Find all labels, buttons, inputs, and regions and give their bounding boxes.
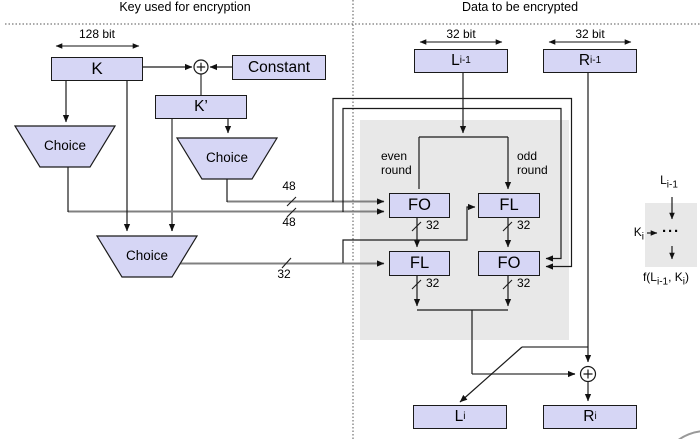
fl2-box: FL: [389, 251, 450, 276]
fo2-box: FO: [478, 251, 540, 276]
word-base: R: [583, 408, 595, 425]
split-to-boxes: [418, 137, 508, 189]
black-wires: [62, 63, 675, 403]
key-kprime-box: K’: [155, 95, 247, 119]
output-join-wire: [417, 309, 508, 374]
left-word-bitwidth-label: 32 bit: [446, 27, 476, 41]
bus-48-lower-label: 48: [282, 215, 296, 229]
right-word-bitwidth-label: 32 bit: [575, 27, 605, 41]
mini-l-input-label: Li-1: [637, 173, 700, 191]
bus-32-key-label: 32: [277, 267, 291, 281]
odd-round-label-line2: round: [517, 163, 548, 177]
constant-box: Constant: [232, 55, 326, 80]
even-round-label-line1: even: [381, 149, 408, 163]
mini-f-output-label: f(Li-1, Ki): [642, 270, 690, 288]
bit-width-arrows: [55, 39, 632, 49]
wraparound-inner-wire: [342, 107, 562, 262]
gray-wires: [68, 74, 588, 378]
key-k-box: K: [51, 57, 143, 81]
word-sub: i-1: [666, 179, 678, 191]
word-base: K: [633, 225, 642, 239]
key-bitwidth-label: 128 bit: [78, 27, 116, 41]
choice1-label: Choice: [43, 138, 87, 153]
bus-48-upper-label: 48: [282, 179, 296, 193]
word-base: R: [578, 52, 591, 69]
choice3-label: Choice: [125, 248, 169, 263]
xor-nodes: [193, 59, 597, 383]
right-section-title: Data to be encrypted: [461, 0, 579, 14]
fo2-out-width-label: 32: [517, 276, 531, 290]
choice2-shape: [175, 137, 279, 180]
fl1-out-width-label: 32: [517, 218, 531, 232]
left-section-title: Key used for encryption: [119, 0, 251, 14]
subkey32-to-fl1-wire: [342, 203, 476, 263]
mini-key-label: Ki: [610, 225, 644, 243]
odd-round-label-line1: odd: [517, 149, 538, 163]
choice2-label: Choice: [205, 150, 249, 165]
corner-arc-decoration: [678, 430, 700, 439]
wraparound-outer-wire: [332, 97, 573, 270]
round-function-panel: [360, 120, 569, 340]
even-round-label-line2: round: [381, 163, 412, 177]
choice-trapezoids: [13, 125, 279, 278]
word-base: L: [454, 408, 464, 425]
section-divider-lines: [5, 0, 700, 439]
fo1-out-width-label: 32: [426, 218, 440, 232]
fl1-box: FL: [478, 193, 540, 218]
mini-ellipsis: ···: [662, 223, 680, 240]
r-to-lout-diagonal: [459, 346, 523, 403]
word-sub: i: [641, 231, 644, 243]
fl2-out-width-label: 32: [426, 276, 440, 290]
choice3-shape: [95, 235, 199, 278]
word-base: L: [451, 52, 460, 69]
bus-slash-ticks: [281, 196, 513, 290]
choice1-shape: [13, 125, 117, 168]
word-base: L: [660, 173, 667, 187]
fo1-box: FO: [389, 193, 450, 218]
